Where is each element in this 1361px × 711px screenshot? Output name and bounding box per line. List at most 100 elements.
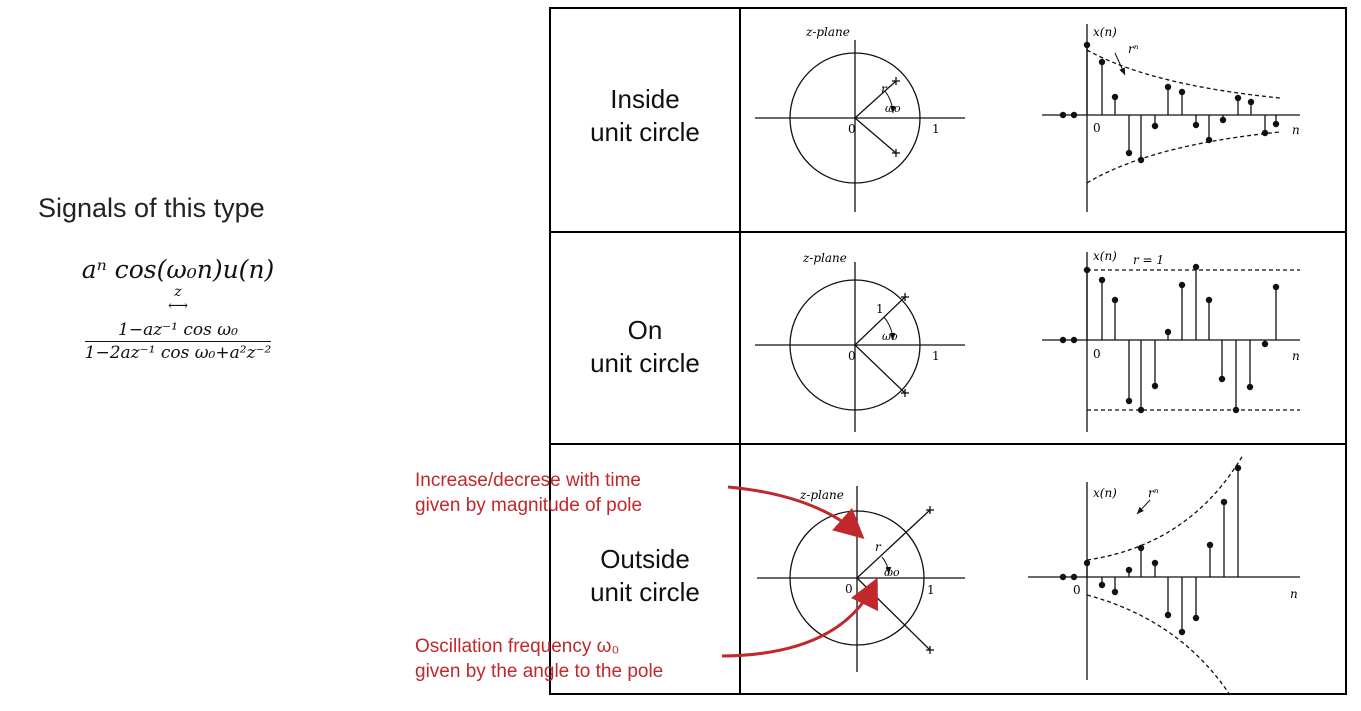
- sequence-outside: [1028, 454, 1300, 696]
- sample-stem: [1098, 577, 1106, 589]
- sample-stem: [1137, 544, 1145, 577]
- sample-stem: [1205, 115, 1213, 144]
- n-label: n: [1292, 123, 1300, 137]
- origin-label: 0: [1093, 347, 1101, 361]
- sample-stem: [1234, 464, 1242, 577]
- r-n-label: rⁿ: [1148, 486, 1159, 500]
- sample-stem: [1164, 577, 1172, 619]
- sample-stem: [1246, 340, 1254, 391]
- magnitude-annotation: Increase/decrese with time given by magn…: [415, 470, 643, 516]
- fraction-denominator: 1−2az⁻¹ cos ω₀+a²z⁻²: [84, 343, 272, 363]
- sample-stem: [1192, 115, 1200, 129]
- z-transform-pair: aⁿ cos(ω₀n)u(n) z ⟷ 1−az⁻¹ cos ω₀ 1−2az⁻…: [28, 255, 328, 363]
- column-divider: [739, 9, 741, 693]
- sample-stem: [1059, 573, 1067, 581]
- unit-label: 1: [932, 122, 940, 136]
- row-divider-1: [551, 231, 1345, 233]
- row-label-on: On unit circle: [590, 315, 700, 378]
- angle-arc: [881, 556, 892, 575]
- sample-stem: [1151, 340, 1159, 390]
- sample-stem: [1218, 340, 1226, 383]
- omega-label: ωo: [884, 566, 900, 579]
- x-n-label: x(n): [1093, 249, 1117, 263]
- n-label: n: [1292, 349, 1300, 363]
- angle-arc: [883, 316, 896, 341]
- z-plane-label: z-plane: [805, 25, 850, 39]
- pole-marker-upper: [892, 77, 900, 85]
- signal-expression: aⁿ cos(ω₀n)u(n): [81, 255, 275, 284]
- sample-stem: [1059, 336, 1067, 344]
- sample-stem: [1178, 281, 1186, 340]
- origin-label: 0: [1093, 121, 1101, 135]
- double-arrow-icon: ⟷: [167, 298, 189, 314]
- envelope-lower: [1086, 131, 1281, 184]
- pole-vector-lower: [856, 577, 931, 651]
- sequence-on: [1042, 252, 1300, 432]
- sample-stem: [1261, 340, 1269, 348]
- pole-vector-lower: [854, 344, 906, 394]
- sample-stem: [1083, 266, 1091, 340]
- sample-stem: [1205, 296, 1213, 340]
- sample-stem: [1192, 263, 1200, 340]
- r-label: r: [881, 82, 888, 96]
- z-plane-on: [755, 262, 965, 432]
- origin-label: 0: [1073, 583, 1081, 597]
- sample-stem: [1151, 559, 1159, 577]
- r-label: r: [875, 540, 882, 554]
- pole-vector-upper: [854, 296, 906, 346]
- sample-stem: [1206, 541, 1214, 577]
- angle-arrow: [721, 577, 878, 658]
- angle-annotation: Oscillation frequency ω₀ given by the an…: [415, 636, 664, 682]
- sample-stem: [1247, 98, 1255, 115]
- pole-vector-lower: [854, 117, 897, 154]
- sample-stem: [1111, 296, 1119, 340]
- row-label-outside: Outside unit circle: [590, 544, 700, 607]
- origin-label: 0: [848, 122, 856, 136]
- stems-outside: [1059, 464, 1242, 636]
- sample-stem: [1234, 94, 1242, 115]
- sample-stem: [1272, 283, 1280, 340]
- sample-stem: [1098, 58, 1106, 115]
- pole-marker-upper: [926, 506, 934, 514]
- sample-stem: [1178, 577, 1186, 636]
- row-label-inside: Inside unit circle: [590, 84, 700, 147]
- sample-stem: [1261, 115, 1269, 137]
- sample-stem: [1164, 83, 1172, 115]
- sample-stem: [1083, 41, 1091, 115]
- pole-marker-lower: [901, 389, 909, 397]
- sample-stem: [1070, 573, 1078, 581]
- magnitude-arrow: [727, 485, 865, 539]
- section-heading: Signals of this type: [38, 193, 265, 223]
- pole-location-table: Inside unit circle On unit circle Outsid…: [549, 7, 1347, 695]
- angle-arc: [884, 90, 896, 114]
- sample-stem: [1137, 115, 1145, 164]
- x-n-label: x(n): [1093, 486, 1117, 500]
- sample-stem: [1070, 111, 1078, 119]
- stems-inside: [1059, 41, 1280, 164]
- sample-stem: [1111, 93, 1119, 115]
- pole-vector-upper: [856, 509, 931, 579]
- stems-on: [1059, 263, 1280, 414]
- sample-stem: [1272, 115, 1280, 128]
- sequence-inside: [1042, 24, 1300, 212]
- sample-stem: [1219, 115, 1227, 124]
- z-plane-label: z-plane: [802, 251, 847, 265]
- fraction-numerator: 1−az⁻¹ cos ω₀: [84, 320, 272, 342]
- sample-stem: [1059, 111, 1067, 119]
- row-divider-2: [551, 443, 1345, 445]
- unit-label: 1: [927, 583, 935, 597]
- sample-stem: [1137, 340, 1145, 414]
- x-n-label: x(n): [1093, 25, 1117, 39]
- envelope-lower: [1086, 594, 1231, 696]
- n-label: n: [1290, 587, 1298, 601]
- transform-fraction: 1−az⁻¹ cos ω₀ 1−2az⁻¹ cos ω₀+a²z⁻²: [84, 320, 272, 363]
- sample-stem: [1178, 88, 1186, 115]
- r-equals-1-label: r = 1: [1133, 253, 1164, 267]
- origin-label: 0: [845, 582, 853, 596]
- sample-stem: [1098, 276, 1106, 340]
- pole-marker-upper: [901, 293, 909, 301]
- envelope-upper: [1086, 49, 1281, 99]
- sample-stem: [1070, 336, 1078, 344]
- sample-stem: [1125, 566, 1133, 577]
